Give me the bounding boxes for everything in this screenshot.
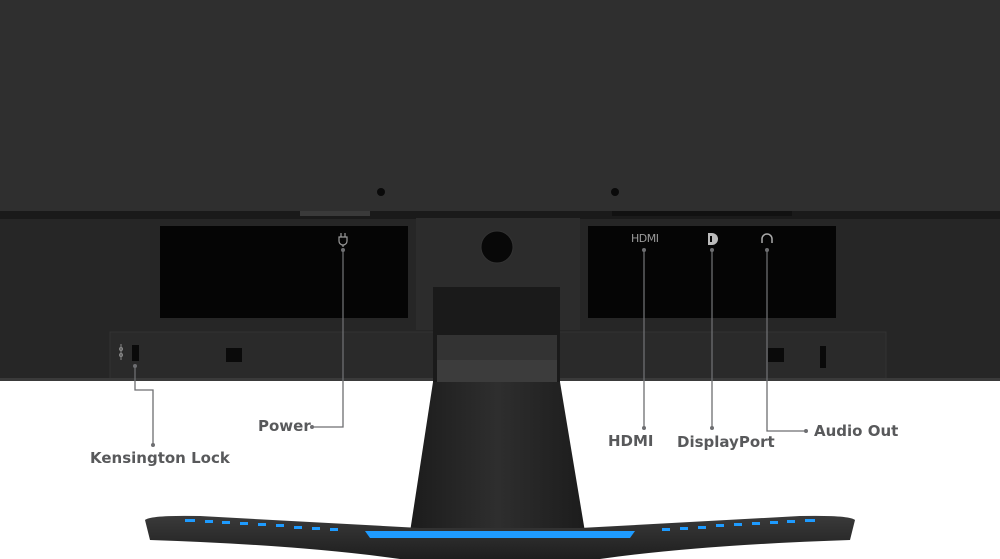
label-power: Power [258, 417, 311, 435]
screw-hole [377, 188, 385, 196]
port-panel-left [160, 226, 408, 318]
base-light-right [662, 519, 815, 531]
power-plug-icon [338, 233, 348, 247]
label-audio-out: Audio Out [814, 422, 899, 440]
joystick-button [480, 230, 514, 264]
hdmi-port-marking: HDMI [631, 232, 659, 245]
callout-line-power [312, 250, 344, 428]
vent-strip [0, 211, 1000, 219]
callout-lines [134, 250, 806, 445]
label-kensington-lock: Kensington Lock [90, 449, 230, 467]
headphone-icon [761, 233, 773, 243]
label-displayport: DisplayPort [677, 433, 775, 451]
screw-hole [611, 188, 619, 196]
displayport-icon [708, 233, 718, 245]
callout-line-kensington [134, 366, 154, 445]
kensington-lock-icon [119, 344, 123, 360]
monitor-back-upper [0, 0, 1000, 213]
label-hdmi: HDMI [608, 432, 654, 450]
callout-dots [133, 248, 808, 447]
stand-neck [410, 382, 585, 532]
callout-line-audio [766, 250, 806, 432]
lock-slot [132, 345, 139, 361]
base-light-center [365, 531, 635, 538]
base-light-left [185, 519, 338, 531]
